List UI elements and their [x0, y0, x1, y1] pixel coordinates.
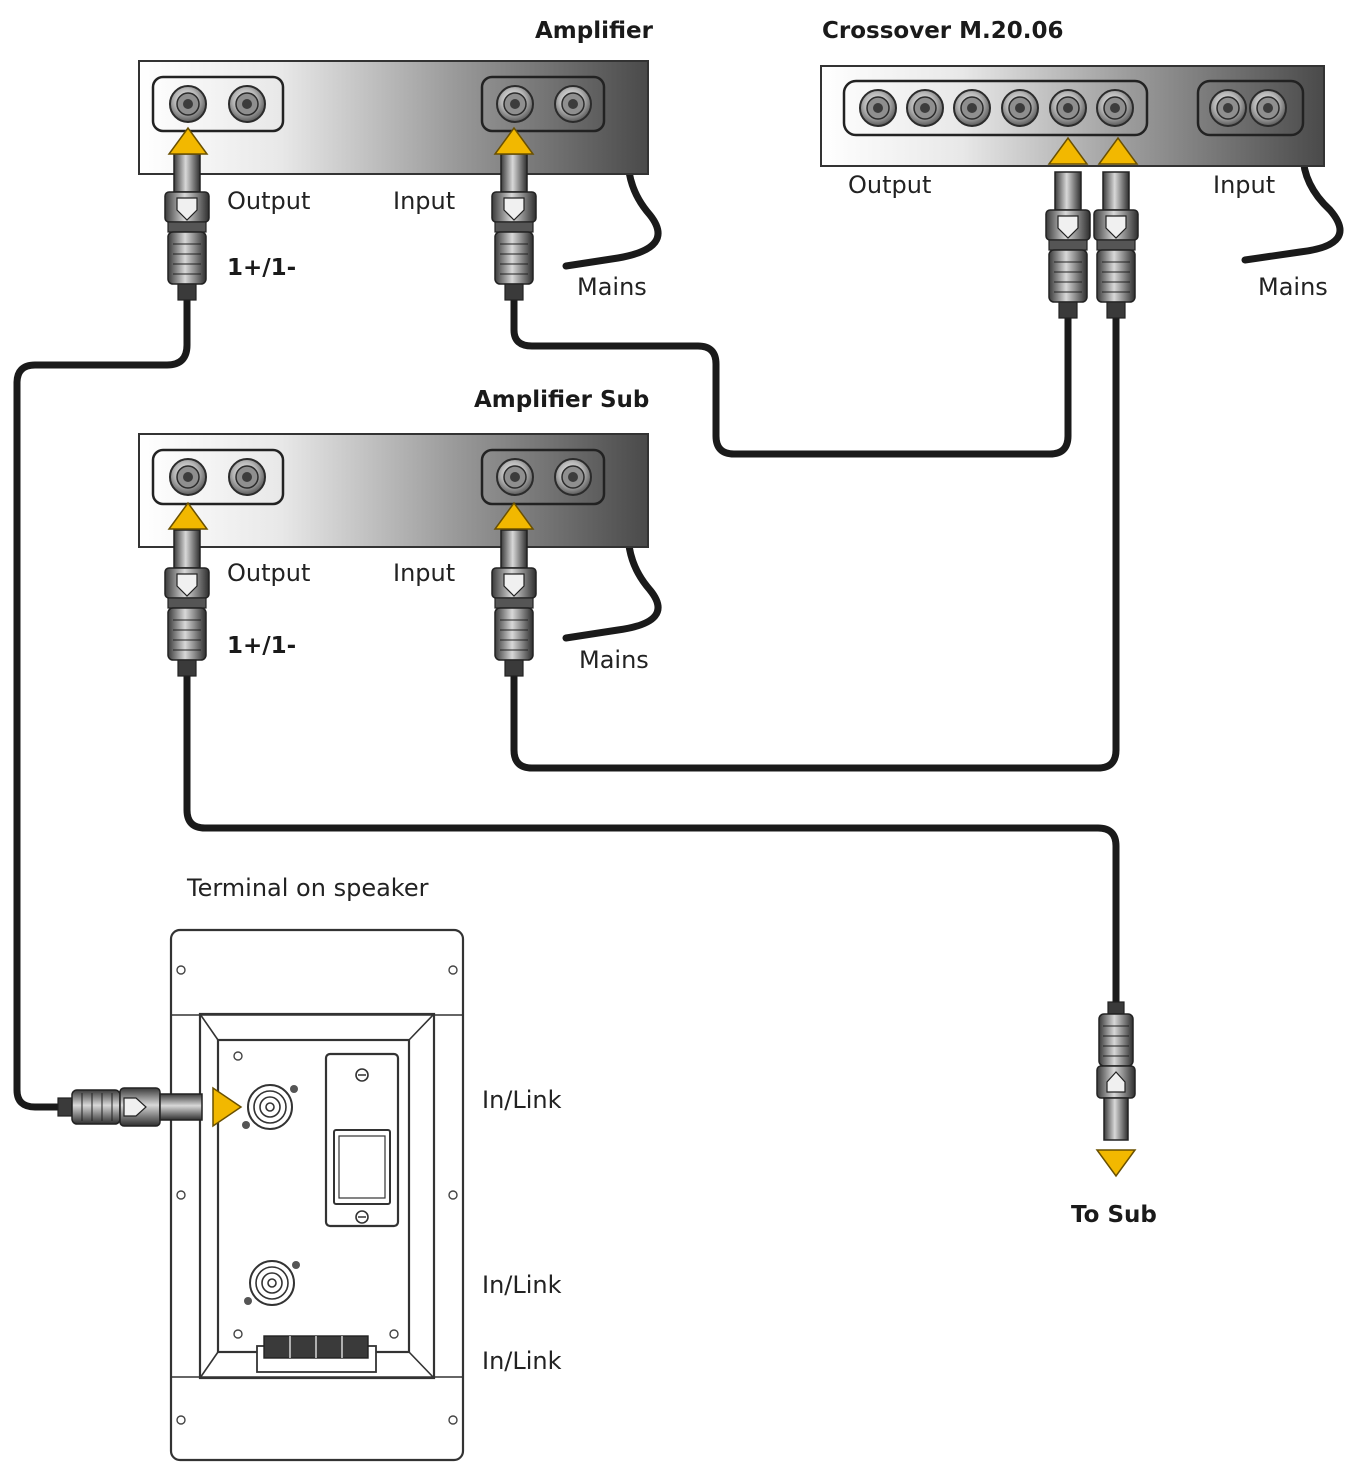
- rca-jack-icon[interactable]: [228, 458, 266, 496]
- crossover-title: Crossover M.20.06: [822, 18, 1064, 44]
- rca-jack-icon[interactable]: [169, 458, 207, 496]
- crossover-input-label: Input: [1213, 171, 1275, 199]
- amplifier-sub-device: Amplifier Sub Output Input 1+/1- Mains: [138, 387, 649, 677]
- speakon-jack-icon[interactable]: [243, 1260, 301, 1306]
- amplifier-mains-label: Mains: [577, 273, 647, 301]
- rca-jack-icon[interactable]: [496, 85, 534, 123]
- speakon-connector-icon: [491, 529, 537, 677]
- mains-cord-amplifier: [562, 154, 662, 270]
- crossover-output-label: Output: [848, 171, 931, 199]
- speakon-connector-icon: [1096, 1001, 1136, 1141]
- crossover-input-bay: [1196, 79, 1305, 137]
- crossover-output-bay: [842, 79, 1149, 137]
- screw-terminal-block[interactable]: [256, 1335, 377, 1373]
- rca-jack-icon[interactable]: [169, 85, 207, 123]
- speakon-connector-icon: [57, 1087, 203, 1127]
- crossover-device: Crossover M.20.06 Output Input Mains: [820, 18, 1328, 319]
- rca-jack-icon[interactable]: [859, 89, 897, 127]
- amplifier-sub-output-label: Output: [227, 559, 310, 587]
- amplifier-sub-mains-label: Mains: [579, 646, 649, 674]
- rca-jack-icon[interactable]: [1001, 89, 1039, 127]
- speakon-connector-icon: [164, 529, 210, 677]
- amplifier-channel-label: 1+/1-: [227, 255, 296, 281]
- rca-jack-icon[interactable]: [496, 458, 534, 496]
- amplifier-title: Amplifier: [535, 18, 654, 44]
- amplifier-sub-channel-label: 1+/1-: [227, 633, 296, 659]
- triangle-arrow-icon: [1095, 1149, 1137, 1178]
- cables: [13, 150, 1344, 1111]
- amplifier-output-bay: [151, 75, 285, 133]
- rca-jack-icon[interactable]: [906, 89, 944, 127]
- terminal-recess: [198, 1012, 436, 1380]
- terminal-jack-label-1: In/Link: [482, 1086, 562, 1114]
- amplifier-input-bay: [480, 75, 606, 133]
- rca-jack-icon[interactable]: [953, 89, 991, 127]
- amplifier-sub-input-bay: [480, 448, 606, 506]
- mains-cord-crossover: [1241, 150, 1344, 264]
- amplifier-device: Amplifier Output Input 1+/1- Mains: [138, 18, 654, 301]
- terminal-switch-housing: [324, 1052, 400, 1228]
- amplifier-output-label: Output: [227, 187, 310, 215]
- cable-amp-sub-input-to-crossover: [510, 314, 1120, 772]
- rca-jack-icon[interactable]: [1249, 89, 1287, 127]
- rca-jack-icon[interactable]: [1096, 89, 1134, 127]
- speakon-connector-icon: [1093, 171, 1139, 319]
- speaker-terminal-title: Terminal on speaker: [186, 874, 429, 902]
- to-sub-label: To Sub: [1071, 1202, 1157, 1228]
- amplifier-input-label: Input: [393, 187, 455, 215]
- speakon-connector-icon: [164, 153, 210, 301]
- amplifier-sub-input-label: Input: [393, 559, 455, 587]
- cable-amp-input-to-crossover: [510, 296, 1072, 458]
- speakon-jack-icon[interactable]: [241, 1084, 299, 1130]
- mains-cord-amplifier-sub: [562, 528, 662, 642]
- rca-jack-icon[interactable]: [1209, 89, 1247, 127]
- to-sub-connector: To Sub: [1071, 1001, 1157, 1228]
- rca-jack-icon[interactable]: [1049, 89, 1087, 127]
- terminal-switch[interactable]: [333, 1129, 391, 1205]
- terminal-jack-label-3: In/Link: [482, 1347, 562, 1375]
- amplifier-sub-title: Amplifier Sub: [474, 387, 649, 413]
- triangle-arrow-icon: [212, 1086, 243, 1128]
- crossover-mains-label: Mains: [1258, 273, 1328, 301]
- rca-jack-icon[interactable]: [228, 85, 266, 123]
- amplifier-sub-output-bay: [151, 448, 285, 506]
- cable-amp-output-to-speaker: [13, 296, 191, 1111]
- rca-jack-icon[interactable]: [554, 85, 592, 123]
- terminal-outer-plate: [169, 928, 465, 1462]
- rca-jack-icon[interactable]: [554, 458, 592, 496]
- terminal-jack-label-2: In/Link: [482, 1271, 562, 1299]
- speakon-connector-icon: [1045, 171, 1091, 319]
- speaker-terminal: Terminal on speaker: [57, 874, 562, 1462]
- speakon-connector-icon: [491, 153, 537, 301]
- cable-amp-sub-output-to-sub: [183, 672, 1120, 1006]
